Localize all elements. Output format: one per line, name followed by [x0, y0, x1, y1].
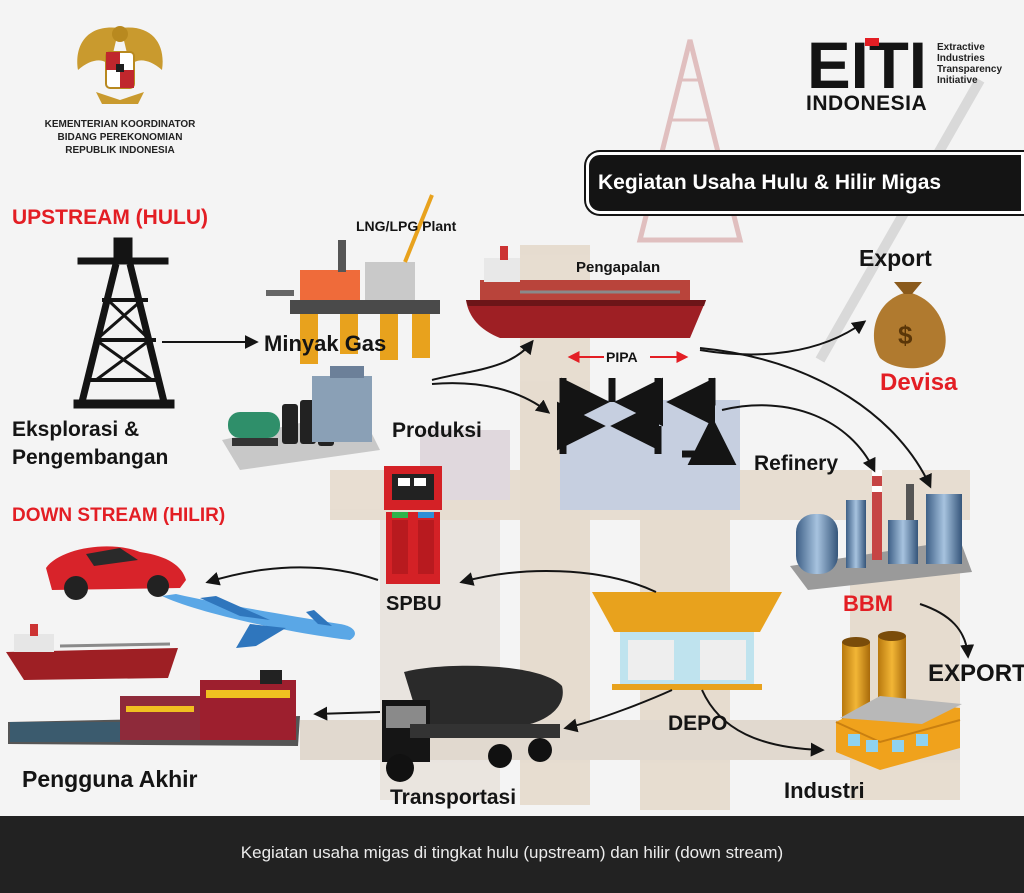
eiti-wordmark-logo: EITI	[807, 36, 927, 92]
label-gas-station: SPBU	[386, 593, 442, 615]
eiti-description: Extractive Industries Transparency Initi…	[937, 42, 1002, 86]
eiti-desc-line-4: Initiative	[937, 75, 978, 86]
eiti-country: INDONESIA	[806, 92, 928, 115]
small-tanker-ship-icon	[6, 624, 178, 680]
label-industry: Industri	[784, 778, 865, 803]
offshore-platform-icon	[266, 194, 440, 364]
label-transportation: Transportasi	[390, 786, 517, 809]
eiti-desc-line-3: Transparency	[937, 64, 1003, 75]
arrow-shipping-to-export	[699, 320, 867, 356]
ministry-name: KEMENTERIAN KOORDINATOR BIDANG PEREKONOM…	[20, 118, 220, 157]
tanker-truck-icon	[382, 665, 563, 782]
label-fuel: BBM	[843, 591, 894, 616]
label-exploration-line1: Eksplorasi &	[12, 418, 140, 441]
tanker-ship-icon	[466, 246, 706, 338]
arrow-depot-to-transport	[563, 689, 673, 733]
money-bag-icon: $	[873, 282, 946, 369]
eiti-desc-line-1: Extractive	[937, 42, 985, 53]
caption-text: Kegiatan usaha migas di tingkat hulu (up…	[240, 843, 784, 862]
fuel-pump-icon	[384, 466, 442, 584]
oil-derrick-icon	[73, 237, 175, 409]
label-revenue: Devisa	[880, 369, 958, 396]
page-title: Kegiatan Usaha Hulu & Hilir Migas	[598, 171, 942, 194]
arrow-depot-to-industry	[701, 689, 825, 757]
garuda-emblem-icon	[77, 26, 163, 104]
flow-arrows	[162, 320, 975, 757]
label-export-top: Export	[859, 245, 932, 271]
arrow-depot-to-spbu	[459, 570, 657, 593]
label-refinery: Refinery	[754, 452, 839, 475]
airplane-icon	[162, 594, 355, 648]
arrow-bbm-to-export	[919, 603, 975, 659]
upstream-heading: UPSTREAM (HULU)	[12, 206, 208, 229]
arrow-production-to-pipes	[431, 382, 551, 414]
depot-icon	[592, 592, 782, 690]
label-export-bottom: EXPORT	[928, 660, 1024, 687]
label-depot: DEPO	[668, 712, 728, 735]
label-shipping: Pengapalan	[576, 259, 661, 276]
label-end-user: Pengguna Akhir	[22, 766, 198, 792]
ministry-line-3: REPUBLIK INDONESIA	[65, 145, 175, 156]
eiti-desc-line-2: Industries	[937, 53, 985, 64]
label-exploration-line2: Pengembangan	[12, 446, 169, 469]
label-lng-lpg-plant: LNG/LPG Plant	[356, 218, 457, 234]
train-icon	[8, 670, 300, 746]
label-oil-gas: Minyak Gas	[264, 331, 387, 356]
pipeline-icon	[556, 377, 737, 466]
ministry-line-2: BIDANG PEREKONOMIAN	[57, 132, 183, 143]
svg-text:$: $	[898, 320, 913, 350]
title-banner	[586, 152, 1024, 214]
refinery-icon	[790, 470, 972, 590]
factory-icon	[835, 631, 962, 770]
ministry-line-1: KEMENTERIAN KOORDINATOR	[44, 119, 196, 130]
car-icon	[46, 546, 186, 600]
label-pipeline: PIPA	[606, 349, 638, 365]
production-facility-icon	[222, 366, 380, 470]
arrow-shipping-to-refinery	[699, 347, 932, 489]
downstream-heading: DOWN STREAM (HILIR)	[12, 505, 226, 526]
arrow-transport-to-users	[313, 706, 381, 721]
arrow-spbu-to-users	[205, 566, 379, 586]
label-production: Produksi	[392, 419, 482, 442]
arrow-pipes-to-refinery	[721, 404, 876, 473]
caption-bar	[0, 816, 1024, 893]
arrow-production-to-shipping	[431, 339, 534, 381]
